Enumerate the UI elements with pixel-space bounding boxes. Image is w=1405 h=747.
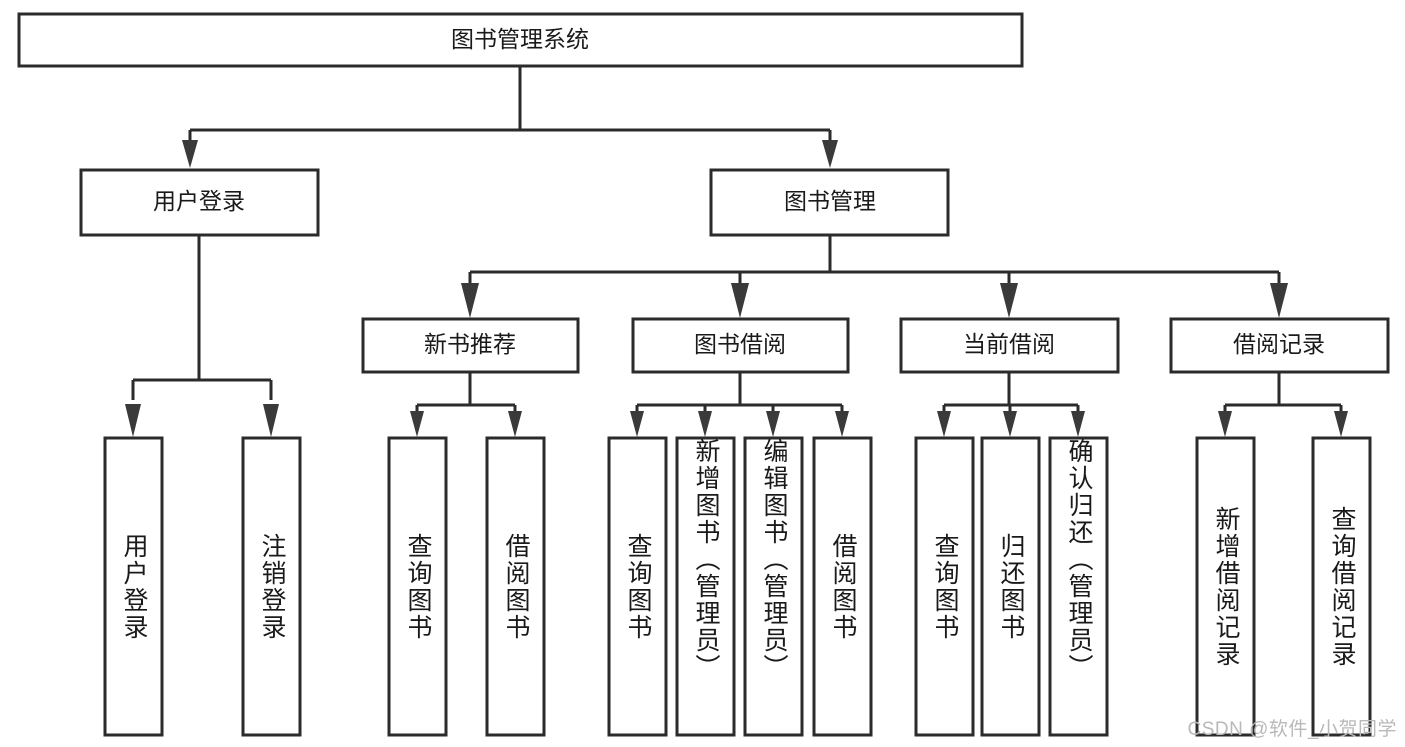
connector-group-user-login: [125, 235, 279, 437]
arrow-head-leaf-query-book-1: [410, 411, 424, 437]
connector-group-new-book-recommend: [410, 372, 522, 437]
node-book-borrow-box[interactable]: [631, 317, 850, 374]
node-leaf-borrow-book-1-box[interactable]: [485, 436, 546, 737]
arrow-head-leaf-user-login: [125, 404, 141, 437]
node-leaf-query-book-2-box[interactable]: [607, 436, 668, 737]
node-leaf-user-login-box[interactable]: [103, 436, 164, 737]
node-user-login[interactable]: 用户登录: [79, 168, 320, 237]
node-current-borrow-box[interactable]: [899, 317, 1120, 374]
arrow-head-leaf-query-book-2: [630, 411, 644, 437]
arrow-head-leaf-query-book-3: [937, 411, 951, 437]
node-leaf-borrow-book-2-box[interactable]: [812, 436, 873, 737]
node-leaf-query-book-3-box[interactable]: [914, 436, 975, 737]
node-book-borrow[interactable]: 图书借阅: [631, 317, 850, 374]
connector-group-borrow-record: [1218, 372, 1348, 437]
node-root-label: 图书管理系统: [451, 26, 589, 52]
arrow-head-current-borrow: [1000, 283, 1018, 318]
node-borrow-record-label: 借阅记录: [1233, 331, 1325, 357]
node-current-borrow-label: 当前借阅: [963, 331, 1055, 357]
arrow-head-leaf-user-logout: [263, 404, 279, 437]
connector-group-root: [182, 66, 838, 168]
arrow-head-leaf-confirm-return: [1071, 411, 1085, 437]
node-root-box[interactable]: [17, 12, 1024, 68]
node-root-book-management-system[interactable]: 图书管理系统: [17, 12, 1024, 68]
arrow-head-leaf-edit-book: [766, 411, 780, 437]
connector-group-current-borrow: [937, 372, 1085, 437]
node-borrow-record-box[interactable]: [1169, 317, 1390, 374]
node-leaf-confirm-return-box[interactable]: [1048, 436, 1109, 737]
csdn-watermark: CSDN @软件_小贺同学: [1187, 719, 1397, 740]
connector-group-book-borrow: [630, 372, 849, 437]
connector-group-book-manage: [461, 235, 1288, 318]
arrow-head-book-manage: [822, 140, 838, 168]
node-new-book-recommend-box[interactable]: [361, 317, 580, 374]
arrow-head-leaf-borrow-book-1: [508, 411, 522, 437]
node-book-manage-box[interactable]: [709, 168, 950, 237]
arrow-head-new-book-recommend: [461, 283, 479, 318]
node-leaf-return-book-box[interactable]: [980, 436, 1041, 737]
node-leaf-add-record-box[interactable]: [1195, 436, 1256, 737]
arrow-head-leaf-borrow-book-2: [835, 411, 849, 437]
node-leaf-edit-book-box[interactable]: [743, 436, 804, 737]
arrow-head-leaf-add-record: [1218, 411, 1232, 437]
arrow-head-leaf-add-book: [698, 411, 712, 437]
node-leaf-add-book-box[interactable]: [675, 436, 736, 737]
node-new-book-recommend[interactable]: 新书推荐: [361, 317, 580, 374]
node-book-borrow-label: 图书借阅: [694, 331, 786, 357]
node-book-manage[interactable]: 图书管理: [709, 168, 950, 237]
node-leaf-user-logout-box[interactable]: [241, 436, 302, 737]
arrow-head-leaf-query-record: [1334, 411, 1348, 437]
node-new-book-recommend-label: 新书推荐: [424, 331, 516, 357]
arrow-head-borrow-record: [1270, 283, 1288, 318]
node-book-manage-label: 图书管理: [784, 188, 876, 214]
arrow-head-book-borrow: [731, 283, 749, 318]
arrow-head-leaf-return-book: [1003, 411, 1017, 437]
arrow-head-user-login: [182, 140, 198, 168]
node-user-login-label: 用户登录: [153, 188, 245, 214]
node-current-borrow[interactable]: 当前借阅: [899, 317, 1120, 374]
node-borrow-record[interactable]: 借阅记录: [1169, 317, 1390, 374]
node-user-login-box[interactable]: [79, 168, 320, 237]
node-leaf-query-book-1-box[interactable]: [387, 436, 448, 737]
node-leaf-query-record-box[interactable]: [1311, 436, 1372, 737]
